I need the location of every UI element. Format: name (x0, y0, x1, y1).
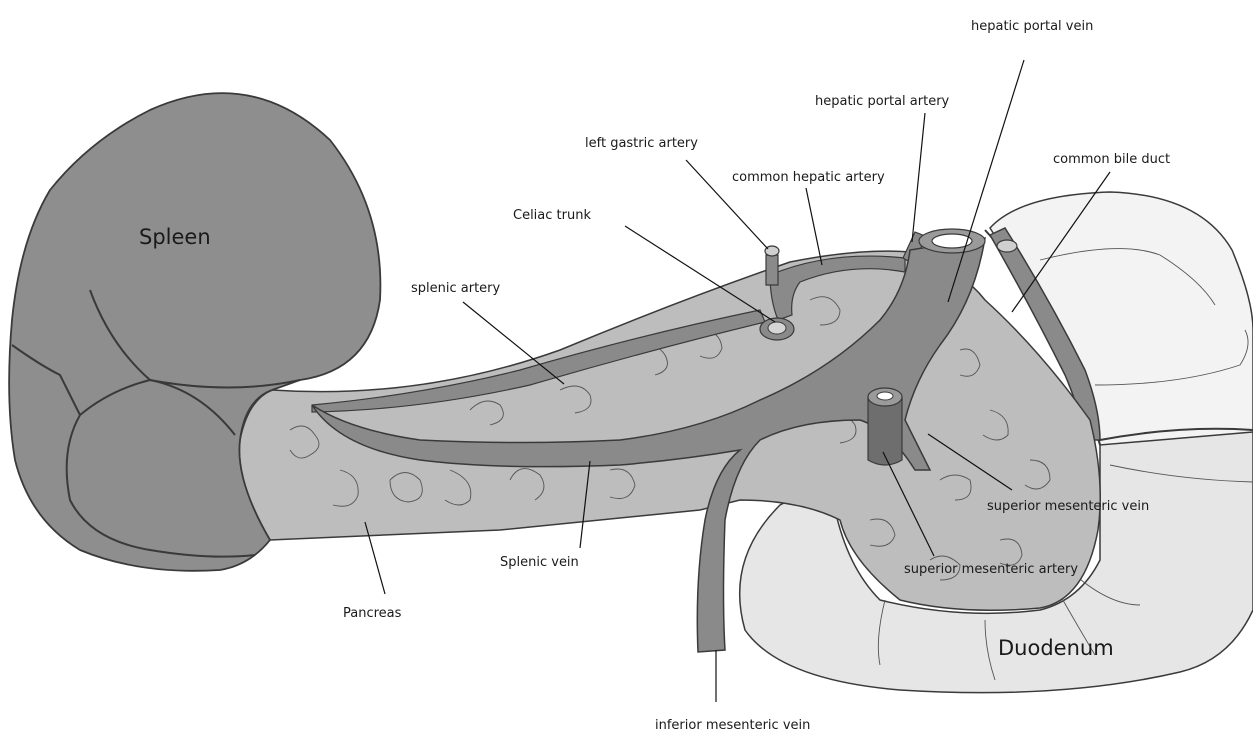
bile-duct-opening (997, 240, 1017, 252)
label-pancreas: Pancreas (343, 606, 402, 621)
label-superior-mesenteric-vein: superior mesenteric vein (987, 499, 1149, 514)
label-hepatic-portal-vein: hepatic portal vein (971, 19, 1093, 34)
leader-common-hepatic-artery (806, 188, 822, 265)
label-left-gastric-artery: left gastric artery (585, 136, 698, 151)
label-splenic-artery: splenic artery (411, 281, 501, 296)
label-duodenum: Duodenum (998, 636, 1114, 660)
label-celiac-trunk: Celiac trunk (513, 208, 591, 223)
label-inferior-mesenteric-vein: inferior mesenteric vein (655, 718, 810, 733)
label-splenic-vein: Splenic vein (500, 555, 579, 570)
label-hepatic-portal-artery: hepatic portal artery (815, 94, 950, 109)
celiac-trunk-opening (768, 322, 786, 334)
label-common-bile-duct: common bile duct (1053, 152, 1170, 167)
left-gastric-artery (766, 255, 778, 285)
sma-opening (877, 392, 893, 400)
leader-hepatic-portal-artery (912, 113, 925, 242)
label-superior-mesenteric-artery: superior mesenteric artery (904, 562, 1078, 577)
label-common-hepatic-artery: common hepatic artery (732, 170, 885, 185)
label-spleen: Spleen (139, 225, 211, 249)
